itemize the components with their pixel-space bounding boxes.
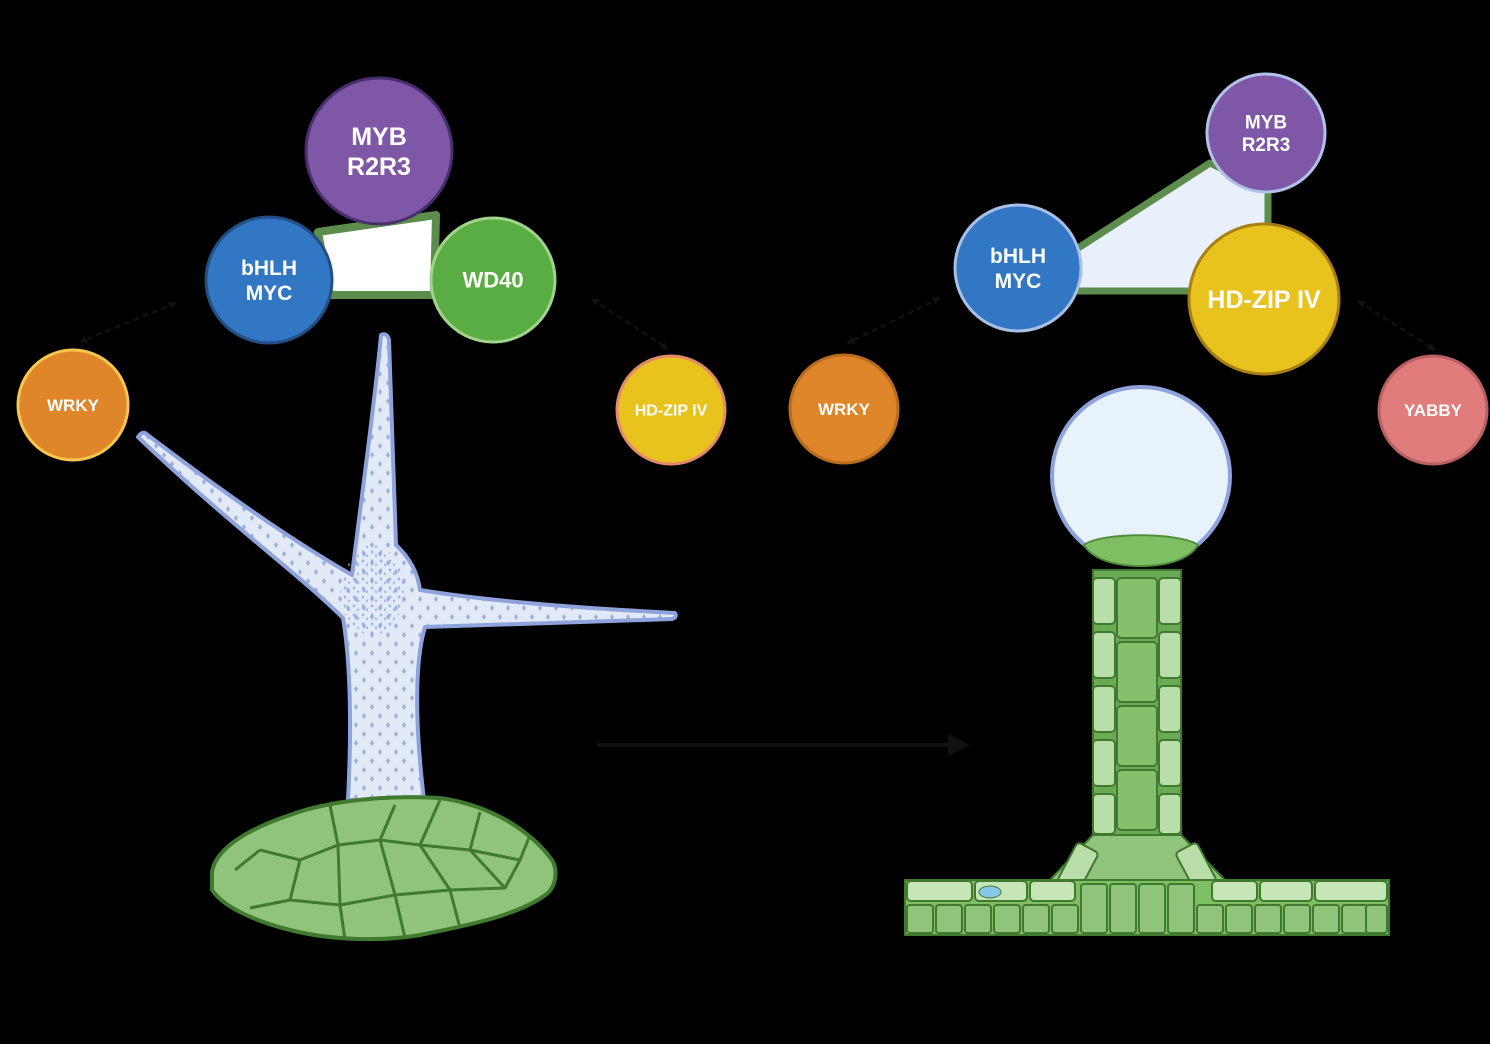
- branched-trichome-illustration: [136, 332, 678, 942]
- left-hdzip-node: HD-ZIP IV: [615, 354, 727, 466]
- left-wrky-label: WRKY: [47, 396, 100, 415]
- left-complex-triangle: [314, 211, 440, 299]
- right-yabby-label: YABBY: [1404, 401, 1463, 420]
- right-yabby-interaction-arrow: [1357, 299, 1436, 352]
- glandular-trichome-illustration: [904, 385, 1390, 936]
- right-wrky-node: WRKY: [788, 353, 900, 465]
- right-yabby-node: YABBY: [1377, 354, 1489, 466]
- left-wrky-node: WRKY: [16, 348, 130, 462]
- right-wrky-label: WRKY: [818, 400, 871, 419]
- left-wd40-node: WD40: [429, 216, 557, 344]
- right-hdzip-label: HD-ZIP IV: [1207, 286, 1321, 314]
- right-hdzip-node: HD-ZIP IV: [1187, 222, 1341, 376]
- left-hdzip-interaction-arrow: [591, 297, 669, 351]
- right-wrky-interaction-arrow: [847, 296, 941, 345]
- left-wd40-label: WD40: [462, 268, 523, 293]
- left-wrky-interaction-arrow: [79, 301, 177, 344]
- left-hdzip-label: HD-ZIP IV: [635, 403, 708, 420]
